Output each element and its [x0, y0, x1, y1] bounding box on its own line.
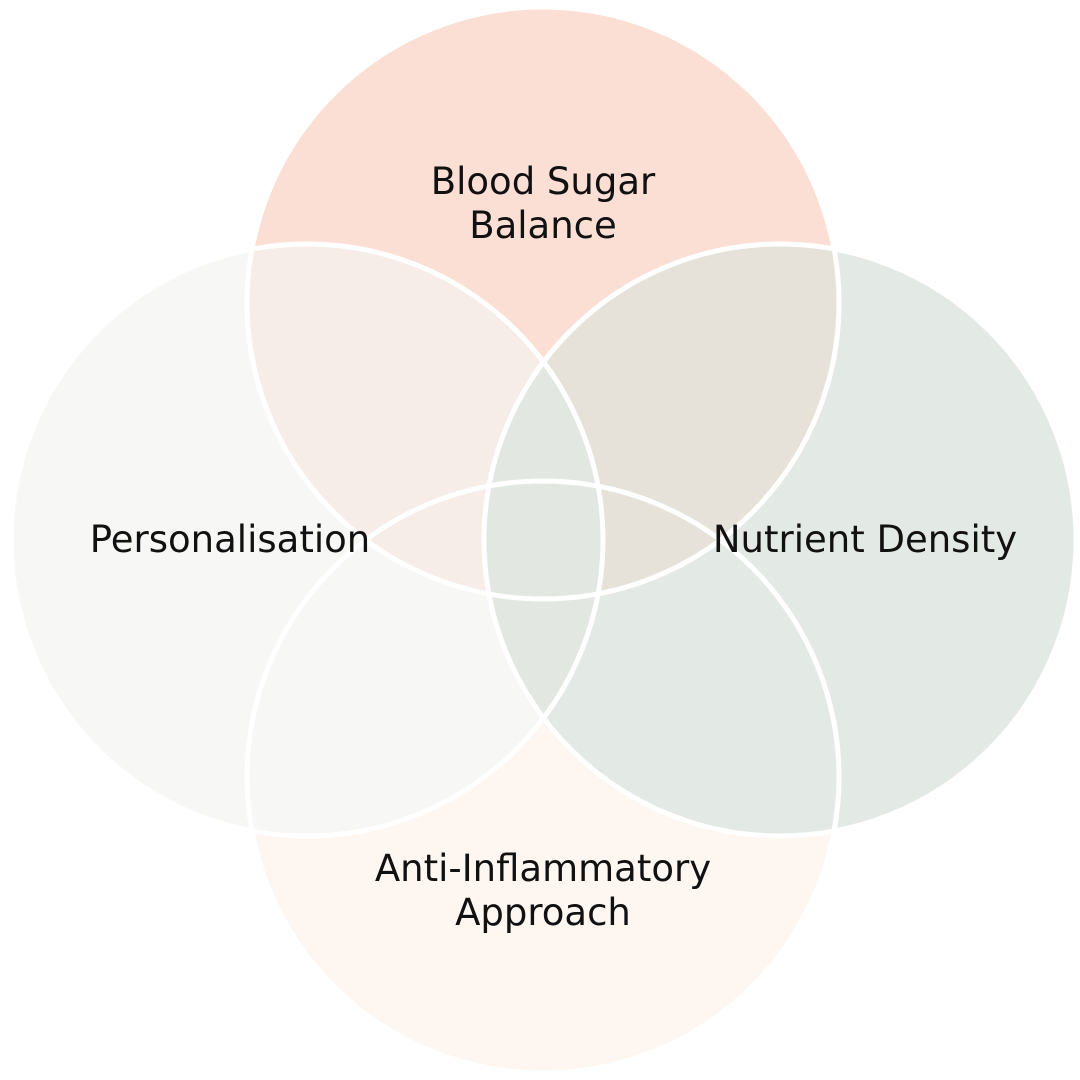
label-personalisation: Personalisation	[89, 518, 371, 561]
label-line: Anti-Inflammatory	[374, 847, 712, 890]
label-line: Blood Sugar	[430, 160, 656, 203]
label-line: Approach	[455, 891, 631, 934]
label-anti-inflammatory-approach: Anti-Inflammatory Approach	[343, 847, 743, 935]
label-blood-sugar-balance: Blood Sugar Balance	[343, 160, 743, 248]
label-nutrient-density: Nutrient Density	[712, 518, 1018, 561]
label-line: Balance	[469, 204, 617, 247]
